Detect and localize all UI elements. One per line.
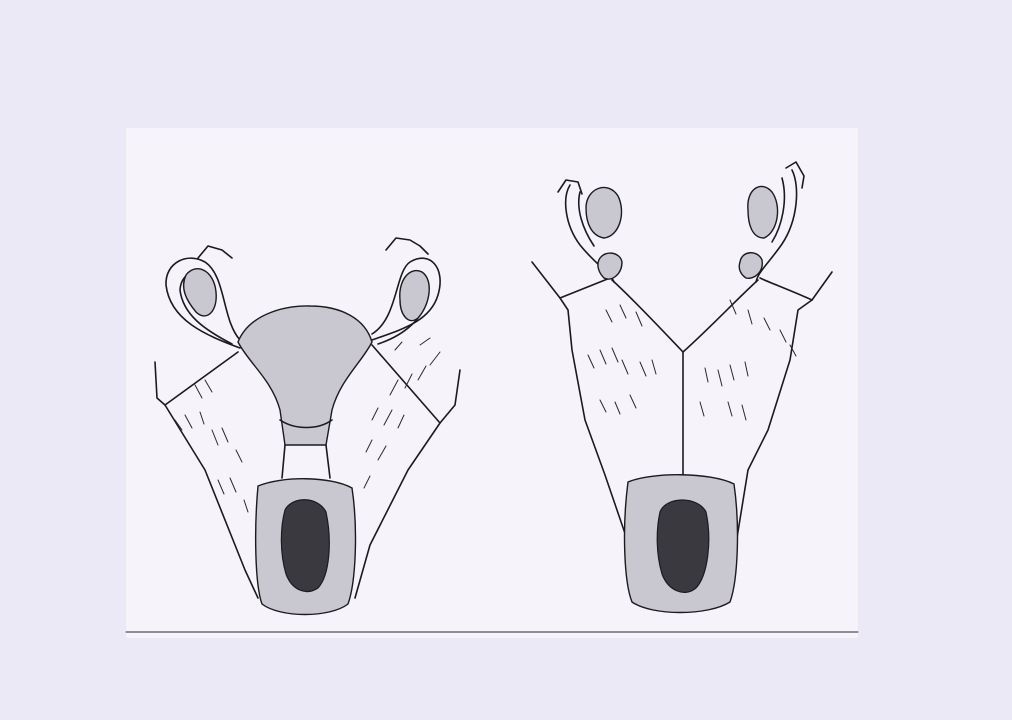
right-right-ovary [748, 186, 778, 238]
left-ovary-l [184, 269, 217, 316]
right-top-right [760, 278, 812, 300]
v-shape-right [683, 280, 758, 352]
left-pelvic-outline-right [355, 370, 460, 598]
right-right-fimbria [786, 162, 804, 188]
v-shape-left [612, 280, 683, 352]
left-pelvic-outline [155, 362, 258, 598]
right-fimbria [386, 238, 428, 254]
right-left-ovary [586, 187, 622, 238]
left-drawing [155, 238, 460, 615]
vulva-inner-right [657, 500, 709, 592]
right-hatching [588, 300, 796, 420]
cervix-right [326, 445, 330, 478]
left-ovary-r [400, 271, 429, 321]
right-left-bulb [598, 253, 622, 279]
right-outline-right [730, 272, 832, 600]
left-ligament-line-r [372, 345, 440, 423]
right-left-fimbria [558, 180, 582, 194]
right-drawing [532, 162, 832, 613]
left-fimbria-l [198, 246, 232, 258]
vulva-inner-left [281, 500, 329, 592]
cervix-left [282, 445, 285, 478]
uterus-body [238, 306, 372, 445]
right-top-left [560, 278, 610, 298]
